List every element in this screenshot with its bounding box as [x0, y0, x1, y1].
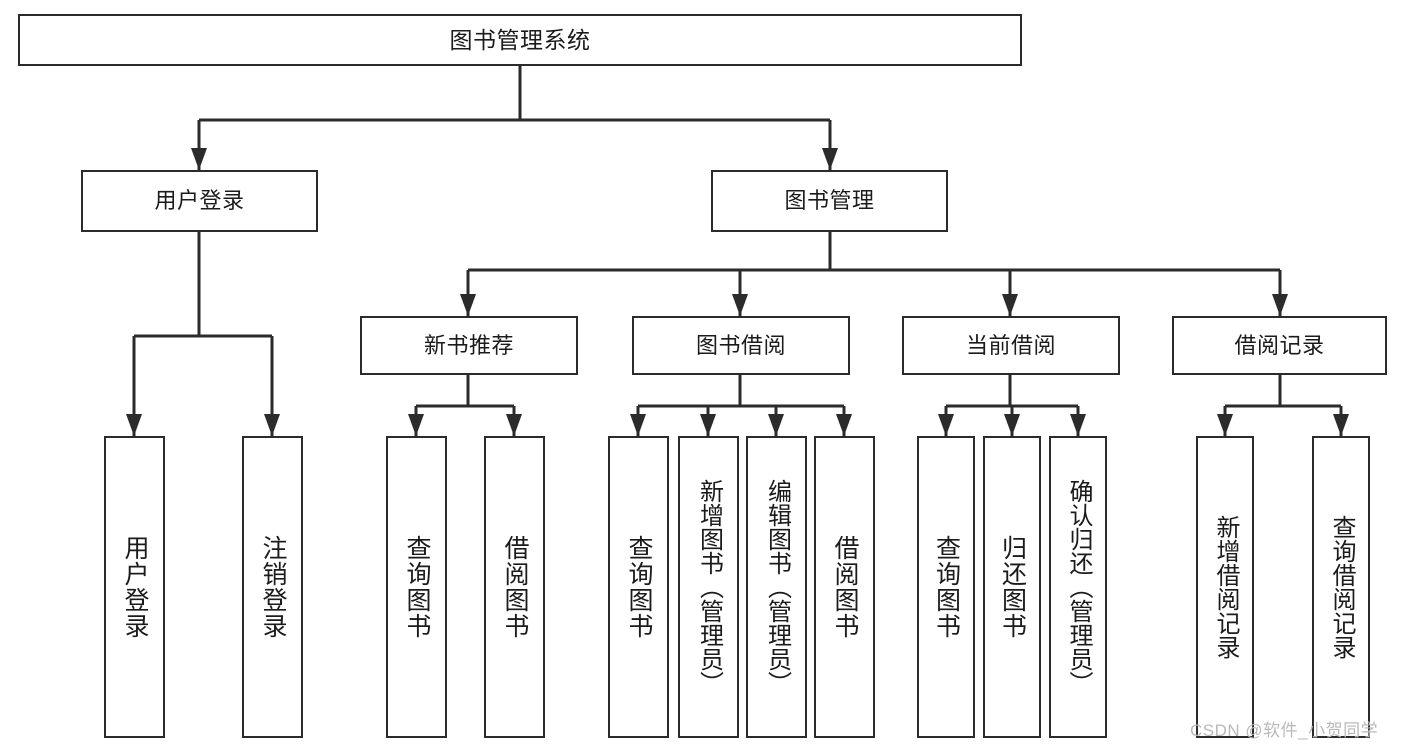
arrowhead-bookmanage-to-level2-2: [1002, 294, 1018, 316]
node-label: 当前借阅: [965, 332, 1056, 358]
node-label: 查询图书: [403, 535, 431, 639]
node-label: 图书借阅: [695, 332, 786, 358]
node-leaf-cb-confirm[interactable]: 确认归还（管理员）: [1049, 436, 1107, 738]
node-new-book-rec[interactable]: 新书推荐: [360, 316, 578, 375]
node-leaf-user-logout[interactable]: 注销登录: [242, 436, 303, 738]
node-leaf-user-login[interactable]: 用户登录: [104, 436, 165, 738]
node-label: 新增图书（管理员）: [695, 479, 723, 695]
arrowhead-newbookrec-to-leaves-0: [408, 414, 424, 436]
node-label: 图书管理系统: [449, 26, 591, 53]
arrowhead-bookmanage-to-level2-3: [1272, 294, 1288, 316]
arrowhead-bookborrow-to-leaves-1: [700, 414, 716, 436]
node-label: 图书管理: [784, 188, 875, 214]
node-label: 编辑图书（管理员）: [763, 479, 791, 695]
node-root[interactable]: 图书管理系统: [18, 14, 1022, 66]
node-leaf-br-query[interactable]: 查询借阅记录: [1312, 436, 1370, 738]
node-book-manage[interactable]: 图书管理: [711, 170, 948, 232]
node-current-borrow[interactable]: 当前借阅: [902, 316, 1120, 375]
node-label: 注销登录: [259, 535, 287, 639]
node-label: 借阅图书: [831, 535, 859, 639]
node-leaf-rec-borrow[interactable]: 借阅图书: [484, 436, 545, 738]
node-leaf-bb-add[interactable]: 新增图书（管理员）: [678, 436, 739, 738]
arrowhead-bookmanage-to-level2-1: [732, 294, 748, 316]
node-label: 借阅图书: [501, 535, 529, 639]
node-label: 用户登录: [154, 188, 245, 214]
node-borrow-record[interactable]: 借阅记录: [1172, 316, 1387, 375]
node-label: 新书推荐: [423, 332, 514, 358]
arrowhead-currentborrow-to-leaves-2: [1070, 414, 1086, 436]
node-label: 查询图书: [625, 535, 653, 639]
arrowhead-userlogin-to-leaves-1: [264, 414, 280, 436]
node-label: 确认归还（管理员）: [1065, 479, 1092, 695]
node-leaf-rec-query[interactable]: 查询图书: [386, 436, 447, 738]
node-label: 查询图书: [932, 535, 961, 639]
node-leaf-cb-query[interactable]: 查询图书: [917, 436, 975, 738]
arrowhead-borrowrecord-to-leaves-1: [1333, 414, 1349, 436]
node-leaf-br-add[interactable]: 新增借阅记录: [1196, 436, 1254, 738]
node-label: 借阅记录: [1234, 332, 1325, 358]
arrowhead-bookmanage-to-level2-0: [460, 294, 476, 316]
arrowhead-currentborrow-to-leaves-1: [1004, 414, 1020, 436]
node-leaf-bb-query[interactable]: 查询图书: [608, 436, 669, 738]
node-label: 用户登录: [121, 535, 149, 639]
arrowhead-root-to-level1-1: [822, 148, 838, 170]
node-leaf-bb-borrow[interactable]: 借阅图书: [814, 436, 875, 738]
node-leaf-cb-return[interactable]: 归还图书: [983, 436, 1041, 738]
node-label: 新增借阅记录: [1212, 515, 1239, 659]
node-label: 归还图书: [998, 535, 1027, 639]
arrowhead-borrowrecord-to-leaves-0: [1217, 414, 1233, 436]
arrowhead-currentborrow-to-leaves-0: [938, 414, 954, 436]
arrowhead-userlogin-to-leaves-0: [126, 414, 142, 436]
arrowhead-root-to-level1-0: [191, 148, 207, 170]
node-label: 查询借阅记录: [1328, 515, 1355, 659]
node-book-borrow[interactable]: 图书借阅: [632, 316, 850, 375]
node-leaf-bb-edit[interactable]: 编辑图书（管理员）: [746, 436, 807, 738]
arrowhead-bookborrow-to-leaves-2: [768, 414, 784, 436]
node-user-login[interactable]: 用户登录: [81, 170, 318, 232]
arrowhead-bookborrow-to-leaves-3: [836, 414, 852, 436]
arrowhead-bookborrow-to-leaves-0: [630, 414, 646, 436]
arrowhead-newbookrec-to-leaves-1: [506, 414, 522, 436]
